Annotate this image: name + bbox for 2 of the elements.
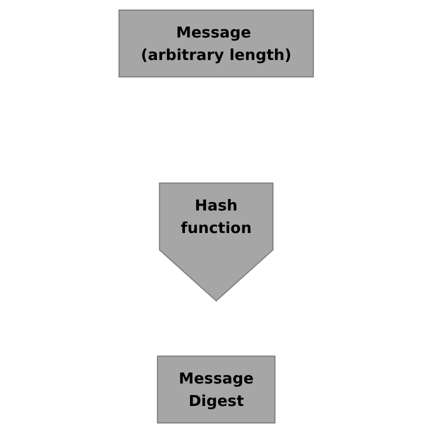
node-box: Message (arbitrary length) <box>118 9 314 77</box>
node-box: Message Digest <box>157 355 276 423</box>
